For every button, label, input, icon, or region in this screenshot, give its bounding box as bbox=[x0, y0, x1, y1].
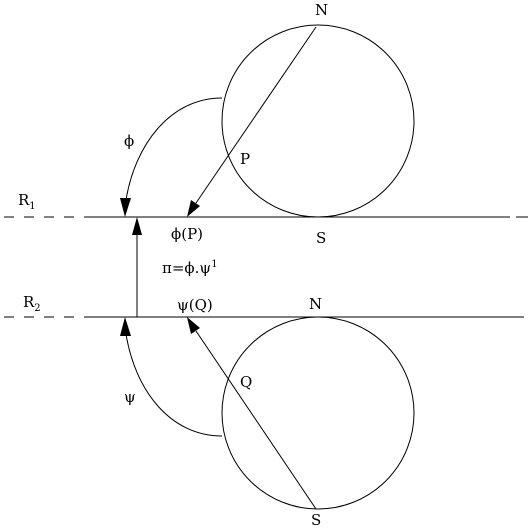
label-south-bottom: S bbox=[311, 511, 321, 529]
map-arrow-phi bbox=[125, 97, 223, 201]
label-point-q: Q bbox=[240, 373, 252, 391]
label-south-top: S bbox=[316, 229, 326, 247]
label-r1-letter: R bbox=[18, 191, 30, 209]
arrowhead-psi-q bbox=[187, 317, 200, 334]
projection-ray-bottom bbox=[195, 330, 317, 510]
label-phi-of-p: ϕ(P) bbox=[171, 225, 203, 243]
label-phi: ϕ bbox=[124, 132, 134, 150]
label-psi-of-q: ψ(Q) bbox=[177, 296, 213, 314]
label-r2: R2 bbox=[23, 293, 41, 314]
label-r1: R1 bbox=[18, 191, 36, 212]
label-pi-formula-superscript: 1 bbox=[211, 259, 217, 270]
sphere-top bbox=[221, 24, 415, 218]
map-arrow-psi bbox=[125, 333, 223, 437]
arrowhead-phi-p bbox=[187, 200, 200, 217]
label-north-bottom: N bbox=[309, 295, 322, 313]
sphere-bottom bbox=[221, 316, 415, 510]
label-north-top: N bbox=[315, 1, 328, 19]
label-r2-subscript: 2 bbox=[34, 303, 40, 314]
arrowhead-phi bbox=[120, 198, 131, 217]
label-pi-formula: π=ϕ.ψ1 bbox=[162, 259, 218, 277]
label-r1-subscript: 1 bbox=[29, 201, 35, 212]
arrowhead-pi bbox=[132, 217, 142, 235]
arrowhead-psi bbox=[120, 317, 131, 336]
label-point-p: P bbox=[240, 150, 250, 168]
projection-ray-top bbox=[195, 26, 317, 204]
label-pi-formula-main: π=ϕ.ψ bbox=[162, 259, 211, 277]
label-psi: ψ bbox=[124, 388, 136, 406]
label-r2-letter: R bbox=[23, 293, 35, 311]
